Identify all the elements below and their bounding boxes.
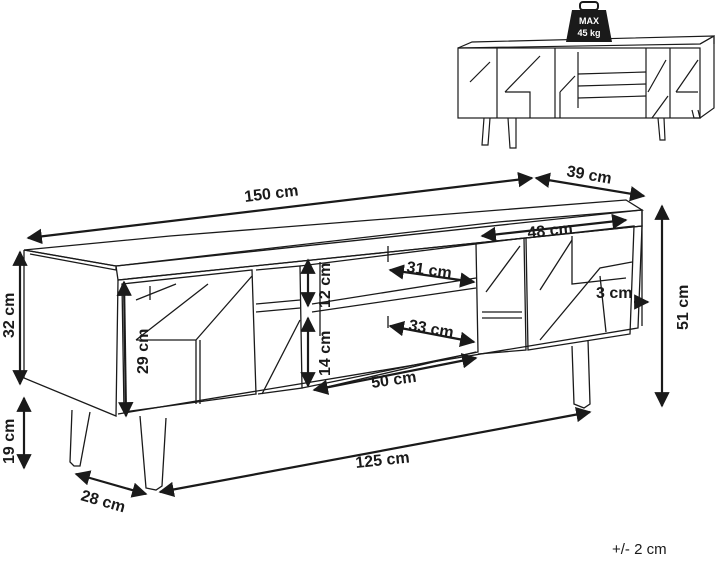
label-leg-span-width: 125 cm: [355, 449, 411, 472]
label-inner-height: 29 cm: [135, 329, 152, 374]
tolerance-note: +/- 2 cm: [612, 541, 667, 558]
badge-max: MAX: [579, 16, 599, 26]
weight-icon: MAX 45 kg: [566, 1, 612, 42]
thumbnail-cabinet: [457, 34, 715, 149]
label-width: 150 cm: [243, 182, 299, 205]
label-total-height: 51 cm: [675, 285, 692, 330]
label-door-offset: 3 cm: [596, 285, 632, 302]
badge-weight: 45 kg: [577, 28, 600, 38]
thumbnail-view: MAX 45 kg: [457, 1, 715, 149]
label-opening-upper: 12 cm: [317, 263, 334, 308]
label-opening-lower: 14 cm: [317, 331, 334, 376]
label-leg-span-depth: 28 cm: [79, 488, 127, 517]
label-door-width: 48 cm: [527, 220, 574, 242]
dimension-lines: [12, 171, 670, 498]
label-opening-width: 50 cm: [370, 369, 417, 392]
label-body-height: 32 cm: [1, 293, 18, 338]
label-leg-height: 19 cm: [1, 419, 18, 464]
label-shelf-lower: 33 cm: [407, 317, 455, 342]
label-shelf-upper: 31 cm: [405, 259, 452, 282]
